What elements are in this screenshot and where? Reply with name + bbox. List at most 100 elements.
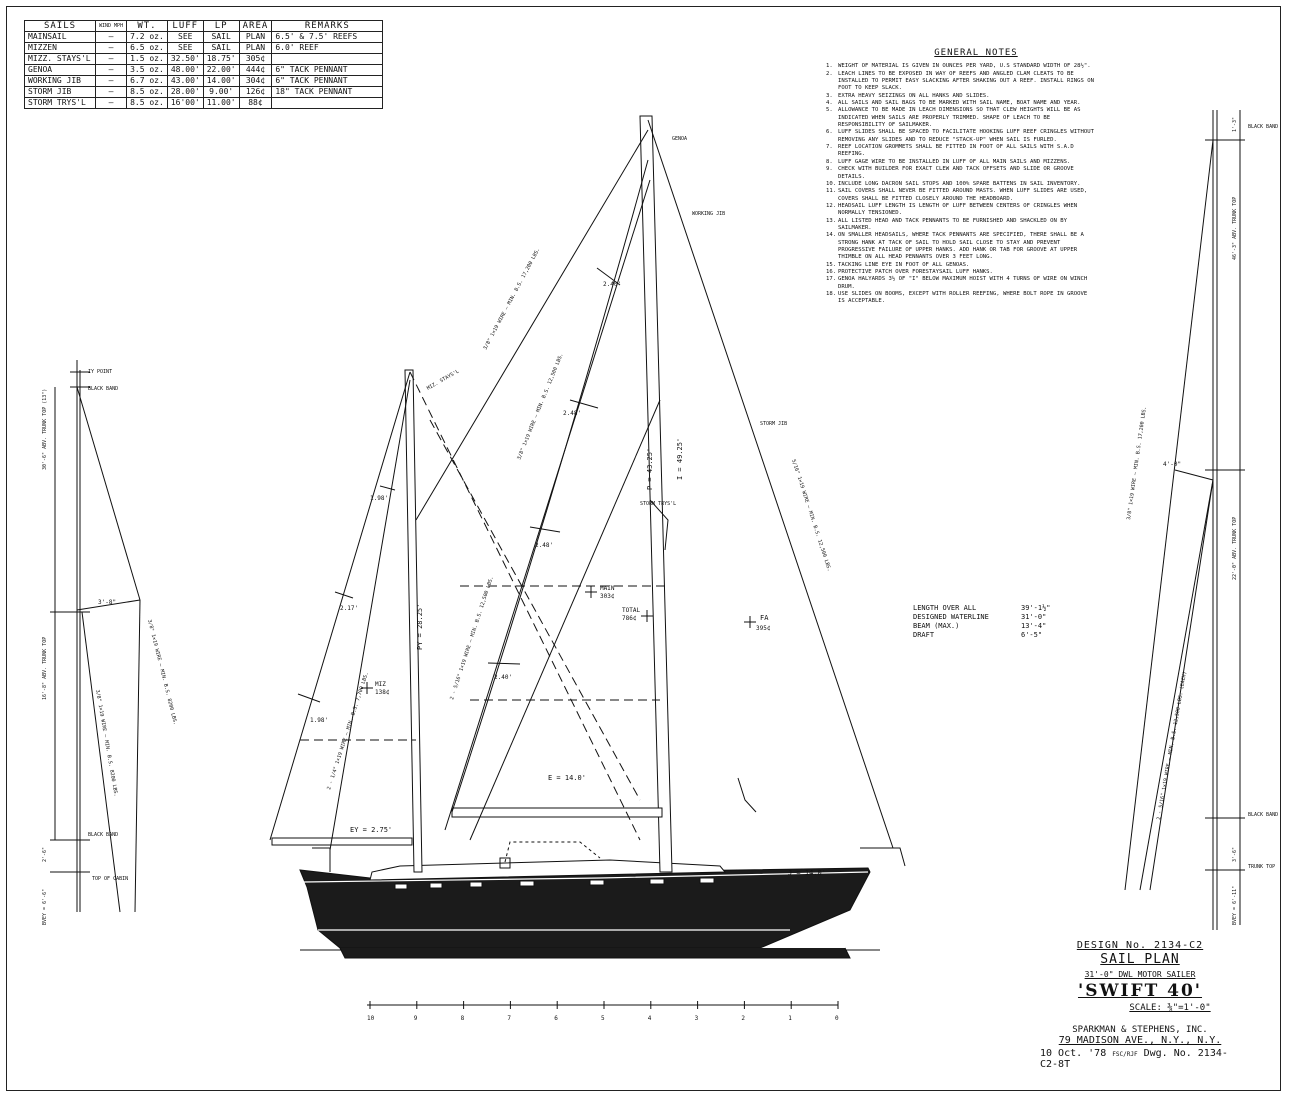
main-ce-cross — [585, 586, 597, 598]
note-number: 7. — [826, 144, 833, 151]
boat-name: 'SWIFT 40' — [1077, 981, 1203, 1001]
sails-table-cell: STORM TRYS'L — [24, 97, 96, 109]
note-text: TACKING LINE EYE IN FOOT OF ALL GENOAS. — [838, 261, 970, 268]
right-wire-a: 3/8" 1×19 WIRE — MIN. B.S. 17,200 LBS. — [1126, 406, 1148, 520]
note-text: USE SLIDES ON BOOMS, EXCEPT WITH ROLLER … — [838, 291, 1088, 305]
label-storm-jib: STORM JIB — [760, 421, 787, 427]
miz-ce-cross — [361, 682, 373, 694]
sails-table: SAILS WIND MPH WT. LUFF LP AREA REMARKS … — [24, 20, 384, 109]
sails-table-row: STORM TRYS'L–8.5 oz.16'00'11.00'88¢ — [24, 97, 384, 109]
note-number: 8. — [826, 158, 833, 165]
sails-table-cell: 11.00' — [202, 97, 240, 109]
general-note-item: 14.ON SMALLER HEADSAILS, WHERE TACK PENN… — [826, 232, 1096, 261]
scale-tick-label: 10 — [367, 1015, 375, 1022]
title-block: DESIGN No. 2134-C2 SAIL PLAN 31'-0" DWL … — [1040, 940, 1240, 1070]
sails-table-header: SAILS WIND MPH WT. LUFF LP AREA REMARKS — [24, 20, 384, 32]
left-cap-shroud — [134, 599, 141, 913]
note-number: 15. — [826, 261, 837, 268]
label-main-area: 303¢ — [600, 593, 615, 600]
scale-tick-label: 5 — [601, 1015, 605, 1022]
mizzen-shroud — [329, 379, 411, 851]
dim-row-dwl: DESIGNED WATERLINE 31'-0" — [913, 613, 1051, 622]
note-number: 4. — [826, 100, 833, 107]
portlight — [649, 878, 665, 885]
principal-dimensions: LENGTH OVER ALL 39'-1½" DESIGNED WATERLI… — [913, 604, 1051, 640]
note-number: 9. — [826, 166, 833, 173]
general-note-item: 10.INCLUDE LONG DACRON SAIL STOPS AND 10… — [826, 181, 1096, 188]
note-text: WEIGHT OF MATERIAL IS GIVEN IN OUNCES PE… — [838, 63, 1091, 70]
left-spreader — [76, 599, 141, 611]
right-trunk-top: TRUNK TOP — [1248, 864, 1275, 870]
right-lower-shroud — [1139, 479, 1214, 891]
dim-label: BEAM (MAX.) — [913, 622, 960, 630]
scale-bar-ticks — [369, 1001, 839, 1009]
general-note-item: 9.CHECK WITH BUILDER FOR EXACT CLEW AND … — [826, 166, 1096, 181]
label-total: TOTAL — [622, 607, 640, 614]
right-trunk-top-2: 22'-0" ABV. TRUNK TOP — [1232, 517, 1238, 580]
dim-label: DESIGNED WATERLINE — [913, 613, 989, 621]
left-top-of-cabin: TOP OF CABIN — [92, 876, 128, 882]
left-iy-point: IY POINT — [88, 369, 112, 375]
general-note-item: 8.LUFF GAGE WIRE TO BE INSTALLED IN LUFF… — [826, 159, 1096, 166]
note-number: 10. — [826, 180, 837, 187]
storm-jib-shape — [737, 777, 757, 813]
label-miz-area: 138¢ — [375, 689, 390, 696]
general-note-item: 1.WEIGHT OF MATERIAL IS GIVEN IN OUNCES … — [826, 63, 1096, 70]
label-batten-miz-2: 2.17' — [340, 605, 358, 612]
main-lower-shroud — [469, 399, 661, 841]
sails-table-cell: 16'00' — [166, 97, 204, 109]
main-batten-3 — [529, 526, 561, 533]
right-upper-shroud — [1124, 139, 1214, 891]
note-number: 3. — [826, 92, 833, 99]
left-trunk-top-2: 16'-8" ABV. TRUNK TOP — [42, 637, 48, 700]
portlight — [469, 881, 483, 888]
general-note-item: 6.LUFF SLIDES SHALL BE SPACED TO FACILIT… — [826, 129, 1096, 144]
note-text: ALLOWANCE TO BE MADE IN LEACH DIMENSIONS… — [838, 107, 1081, 129]
scale-tick-label: 8 — [461, 1015, 465, 1022]
left-above: BVEY = 6'-6" — [42, 889, 48, 925]
note-text: LUFF SLIDES SHALL BE SPACED TO FACILITAT… — [838, 129, 1094, 143]
note-text: EXTRA HEAVY SEIZINGS ON ALL HANKS AND SL… — [838, 92, 990, 99]
label-mizz-stays: MIZ. STAYS'L — [426, 368, 460, 391]
miz-batten-2 — [334, 591, 354, 599]
note-number: 14. — [826, 232, 837, 239]
label-miz-lower: 2 - 1/4" 1×19 WIRE — MIN. B.S. 7,700 LBS… — [326, 671, 370, 790]
drawing-border — [6, 6, 1281, 1091]
general-note-item: 12.HEADSAIL LUFF LENGTH IS LENGTH OF LUF… — [826, 203, 1096, 218]
label-j: J = 14.0' — [788, 869, 826, 877]
design-number: DESIGN No. 2134-C2 — [1076, 940, 1204, 951]
left-wire-a: 3/8" 1×19 WIRE — MIN. B.S. 8200 LBS. — [146, 619, 178, 726]
dim-value: 13'-4" — [1021, 622, 1047, 630]
note-text: INCLUDE LONG DACRON SAIL STOPS AND 100% … — [838, 180, 1081, 187]
label-total-area: 786¢ — [622, 615, 637, 622]
label-backstay: 5/16" 1×19 WIRE — MIN. B.S. 12,500 LBS. — [790, 459, 832, 573]
note-text: GENOA HALYARDS 3½ OF "I" BELOW MAXIMUM H… — [838, 276, 1088, 290]
drawn-by: FSC/RJF — [1112, 1051, 1138, 1058]
general-note-item: 4.ALL SAILS AND SAIL BAGS TO BE MARKED W… — [826, 100, 1096, 107]
mizzen-mast — [404, 369, 423, 873]
note-text: ON SMALLER HEADSAILS, WHERE TACK PENNANT… — [838, 232, 1084, 261]
label-main-fwd-lower: 3/8" 1×19 WIRE — MIN. B.S. 12,500 LBS. — [516, 352, 564, 460]
main-backstay — [415, 129, 649, 521]
scale-tick-label: 4 — [648, 1015, 652, 1022]
sails-table-cell — [271, 97, 384, 109]
dim-value: 31'-0" — [1021, 613, 1047, 621]
general-note-item: 11.SAIL COVERS SHALL NEVER BE FITTED ARO… — [826, 188, 1096, 203]
note-number: 17. — [826, 276, 837, 283]
scale-tick-label: 2 — [741, 1015, 745, 1022]
general-note-item: 3. EXTRA HEAVY SEIZINGS ON ALL HANKS AND … — [826, 93, 1096, 100]
left-black-band-bot: BLACK BAND — [88, 832, 118, 838]
right-wire-b: 2 - 5/16" 1×19 WIRE — MIN. B.S. 12,500 L… — [1156, 671, 1188, 820]
right-trunk-top-1: 46'-3" ABV. TRUNK TOP — [1232, 197, 1238, 260]
plan-subtitle: 31'-0" DWL MOTOR SAILER — [1084, 970, 1196, 979]
drawing-number: Dwg. No. 2134-C2-8T — [1040, 1048, 1228, 1070]
label-batten-miz-3: 1.98' — [310, 717, 328, 724]
right-black-band-top: BLACK BAND — [1248, 124, 1278, 130]
label-batten-main-4: 2.40' — [494, 674, 512, 681]
mizzen-sail-leech — [269, 371, 411, 841]
general-note-item: 18.USE SLIDES ON BOOMS, EXCEPT WITH ROLL… — [826, 291, 1096, 306]
note-text: ALL LISTED HEAD AND TACK PENNANTS TO BE … — [838, 217, 1068, 231]
dim-value: 39'-1½" — [1021, 604, 1051, 612]
note-text: REEF LOCATION GROMMETS SHALL BE FITTED I… — [838, 144, 1074, 158]
